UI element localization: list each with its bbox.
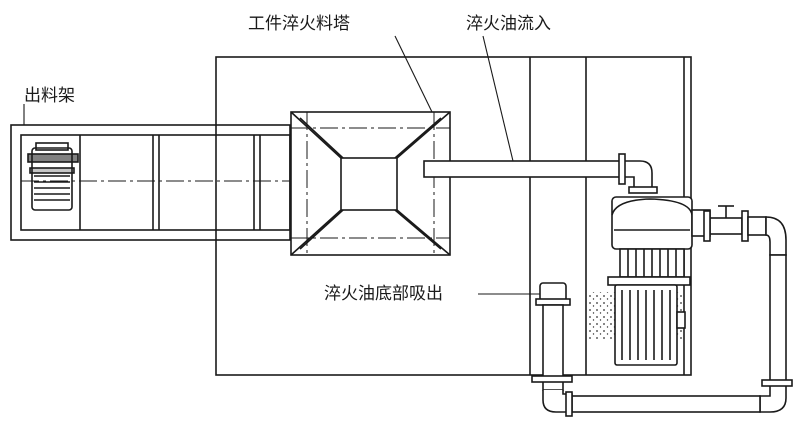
bottom-suction-pipe [531,282,761,417]
pump-motor [588,284,686,366]
label-bottom-suction: 淬火油底部吸出 [324,284,443,304]
circulation-pump [607,196,711,286]
rack-motor [27,142,79,211]
label-discharge-rack: 出料架 [24,86,75,106]
label-quench-tower: 工件淬火料塔 [248,14,350,34]
return-pipe [747,216,793,413]
outlet-valve [703,205,749,242]
oil-inflow-pipe [423,153,658,194]
quench-tower [290,111,451,256]
discharge-rack [10,124,291,241]
label-oil-inflow: 淬火油流入 [466,14,551,34]
leader-quench-tower [394,35,433,113]
leader-oil-inflow [482,35,514,162]
